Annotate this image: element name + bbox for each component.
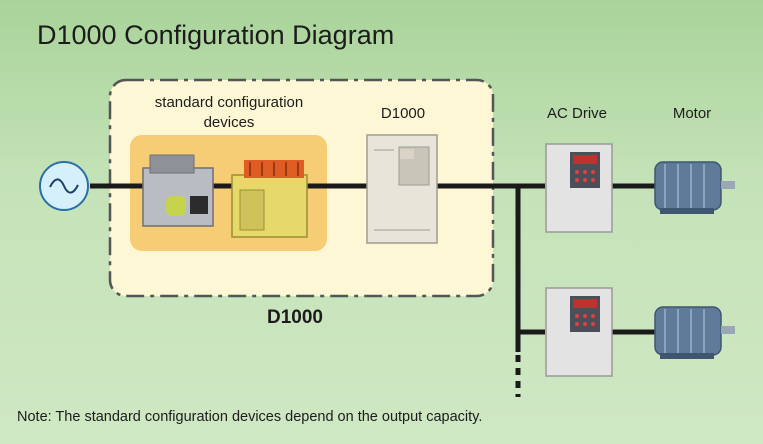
d1000-group-label: D1000 <box>267 307 323 328</box>
ac-drive-icon <box>545 287 613 377</box>
motor-icon <box>654 306 735 359</box>
footnote: Note: The standard configuration devices… <box>17 409 483 425</box>
ac-source-icon <box>39 161 89 211</box>
wiring <box>90 183 655 397</box>
d1000-unit-icon <box>366 134 438 244</box>
diagram-title: D1000 Configuration Diagram <box>37 20 395 50</box>
motor-icon <box>654 161 735 214</box>
ac-drive-label: AC Drive <box>547 105 607 122</box>
d1000-unit-label: D1000 <box>381 105 425 122</box>
standard-config-label: standard configuration <box>155 94 303 111</box>
motor-label: Motor <box>673 105 711 122</box>
reactor-icon <box>231 160 308 238</box>
standard-config-label-line2: devices <box>204 114 255 131</box>
transformer-icon <box>142 154 214 227</box>
ac-drive-icon <box>545 143 613 233</box>
